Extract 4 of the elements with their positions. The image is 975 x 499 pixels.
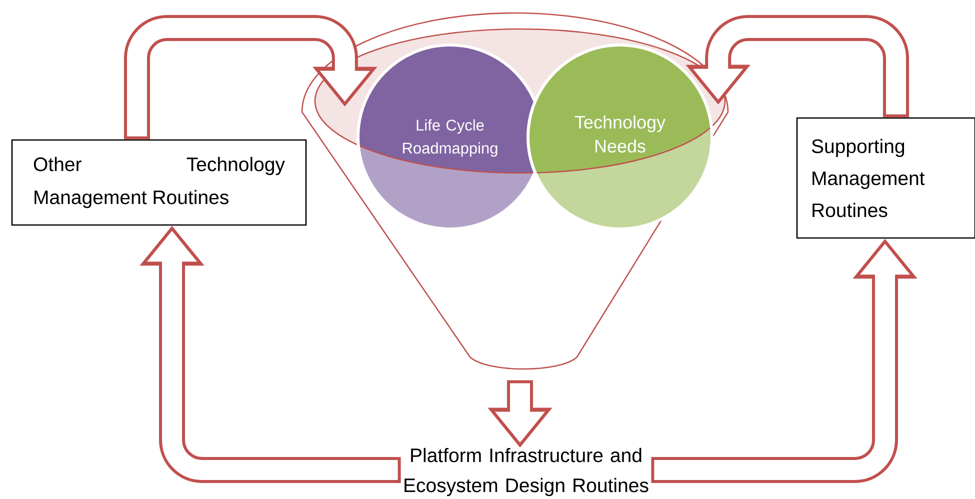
text-box: Other Technology Management Routines xyxy=(11,139,307,226)
caption-text: Platform Infrastructure and Ecosystem Design Routines xyxy=(404,448,648,496)
block-arrow xyxy=(124,15,378,140)
text-box: Supporting Management Routines xyxy=(796,117,975,239)
